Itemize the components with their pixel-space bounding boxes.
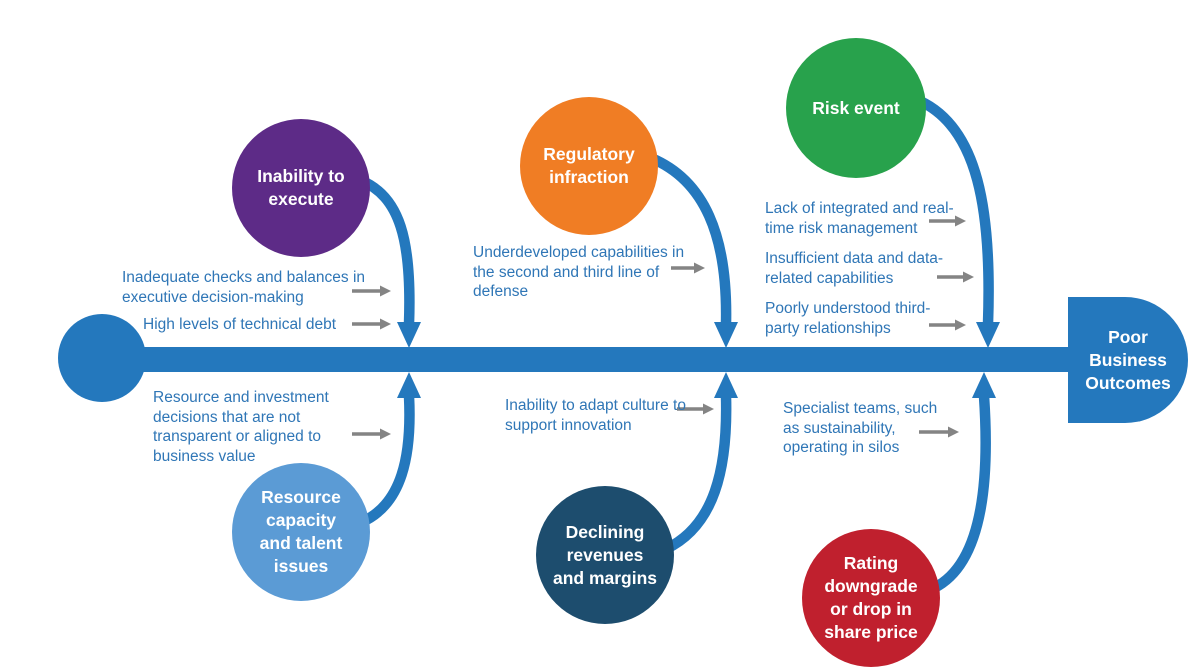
cause-technical-debt: High levels of technical debt xyxy=(143,315,336,335)
cause-poorly-understood-third-party: Poorly understood third- party relations… xyxy=(765,299,930,338)
cause-specialist-teams-silos: Specialist teams, such as sustainability… xyxy=(783,399,937,458)
factor-label-line: execute xyxy=(268,189,334,209)
cause-line: party relationships xyxy=(765,319,891,337)
cause-line: Underdeveloped capabilities in xyxy=(473,244,685,261)
cause-resource-investment-decisions: Resource and investment decisions that a… xyxy=(153,388,329,466)
cause-line: business value xyxy=(153,447,256,465)
connector-regulatory-infraction xyxy=(645,152,738,348)
cause-arrow-icon xyxy=(929,319,966,331)
cause-line: High levels of technical debt xyxy=(143,316,337,333)
cause-inadequate-checks: Inadequate checks and balances in execut… xyxy=(122,268,365,307)
connector-arrowhead-down-icon xyxy=(714,322,738,348)
factor-label-line: Rating xyxy=(843,553,899,573)
factor-label-line: infraction xyxy=(549,167,629,187)
factor-label-line: Declining xyxy=(565,521,645,542)
cause-line: Resource and investment xyxy=(153,389,329,406)
factor-declining-revenues: Declining revenues and margins xyxy=(536,486,674,624)
cause-arrow-icon xyxy=(919,426,959,438)
connector-arrowhead-down-icon xyxy=(976,322,1000,348)
factor-label-line: Regulatory xyxy=(543,144,635,164)
factor-label-line: Inability to xyxy=(257,166,345,186)
factor-rating-downgrade: Rating downgrade or drop in share price xyxy=(802,529,940,667)
cause-arrow-icon xyxy=(352,318,391,330)
factor-label-line: capacity xyxy=(265,510,337,530)
outcome-node: Poor Business Outcomes xyxy=(1068,297,1188,423)
cause-line: Specialist teams, such xyxy=(783,400,938,417)
factor-resource-capacity: Resource capacity and talent issues xyxy=(232,463,370,601)
outcome-label-line: Poor xyxy=(1108,326,1148,347)
spine-bar xyxy=(100,347,1075,372)
connector-risk-event xyxy=(914,95,1000,348)
cause-line: the second and third line of xyxy=(473,263,660,281)
connector-arrowhead-down-icon xyxy=(397,322,421,348)
cause-arrow-icon xyxy=(671,262,705,274)
cause-line: transparent or aligned to xyxy=(153,428,322,445)
connector-arrowhead-up-icon xyxy=(714,372,738,398)
cause-line: Poorly understood third- xyxy=(765,300,931,317)
factor-regulatory-infraction: Regulatory infraction xyxy=(520,97,658,235)
factor-label-line: or drop in xyxy=(830,599,912,619)
cause-line: executive decision-making xyxy=(122,288,304,306)
cause-inability-adapt-culture: Inability to adapt culture to support in… xyxy=(505,396,686,435)
connector-arrowhead-up-icon xyxy=(972,372,996,398)
cause-underdeveloped-capabilities: Underdeveloped capabilities in the secon… xyxy=(473,243,684,302)
cause-arrow-icon xyxy=(352,428,391,440)
factor-label-line: Resource xyxy=(261,487,341,507)
cause-line: support innovation xyxy=(505,416,632,434)
factor-label-line: share price xyxy=(824,622,918,642)
cause-arrow-icon xyxy=(677,403,714,415)
cause-line: time risk management xyxy=(765,219,918,237)
cause-arrow-icon xyxy=(352,285,391,297)
factor-label-line: Risk event xyxy=(812,97,900,118)
connector-arrowhead-up-icon xyxy=(397,372,421,398)
factor-risk-event: Risk event xyxy=(786,38,926,178)
connector-declining-revenues xyxy=(660,372,738,555)
outcome-label-line: Outcomes xyxy=(1085,372,1171,393)
connector-inability-to-execute xyxy=(354,174,421,348)
factor-label-line: downgrade xyxy=(824,576,918,596)
factor-label-line: issues xyxy=(273,556,329,576)
cause-lack-integrated-risk-mgmt: Lack of integrated and real- time risk m… xyxy=(765,199,954,238)
connector-resource-capacity xyxy=(356,372,421,528)
cause-line: Insufficient data and data- xyxy=(765,250,944,267)
connector-rating-downgrade xyxy=(928,372,996,594)
cause-line: Lack of integrated and real- xyxy=(765,200,954,217)
cause-line: related capabilities xyxy=(765,269,894,287)
factor-inability-to-execute: Inability to execute xyxy=(232,119,370,257)
cause-line: Inadequate checks and balances in xyxy=(122,269,366,286)
cause-line: operating in silos xyxy=(783,439,900,456)
factor-label-line: revenues xyxy=(566,544,644,565)
cause-arrow-icon xyxy=(937,271,974,283)
cause-line: as sustainability, xyxy=(783,419,896,437)
factor-label-line: and talent xyxy=(259,533,343,553)
cause-line: defense xyxy=(473,283,529,300)
cause-line: Inability to adapt culture to xyxy=(505,397,686,414)
outcome-label-line: Business xyxy=(1089,349,1167,370)
cause-arrow-icon xyxy=(929,215,966,227)
cause-line: decisions that are not xyxy=(153,408,301,426)
factor-label-line: and margins xyxy=(552,567,658,588)
cause-insufficient-data: Insufficient data and data- related capa… xyxy=(765,249,943,288)
